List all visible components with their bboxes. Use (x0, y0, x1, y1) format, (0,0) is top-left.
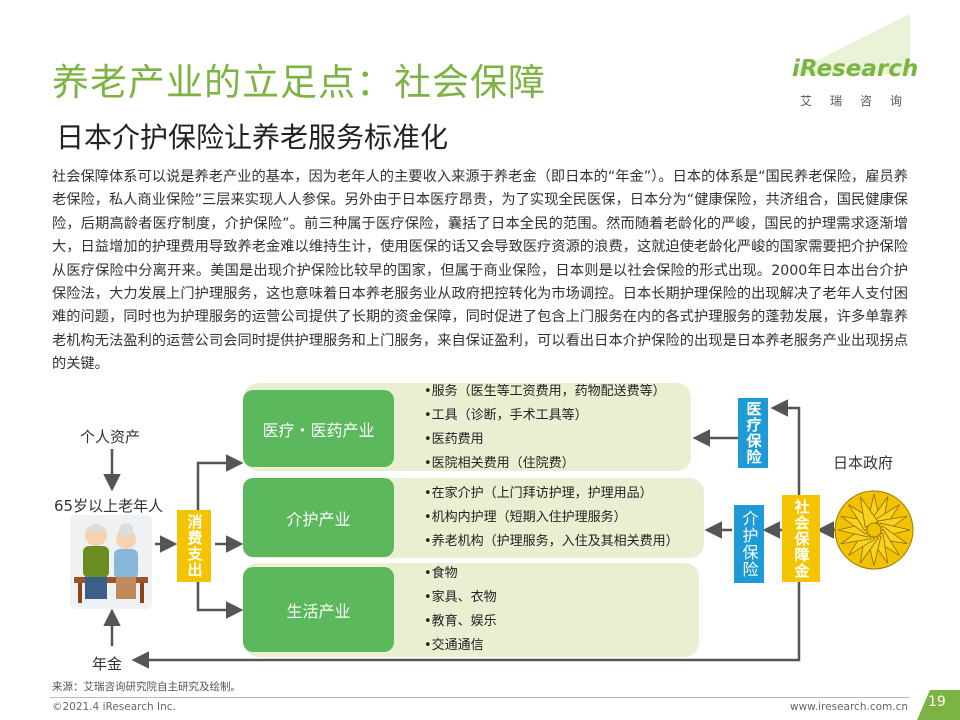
medical-industry-box: 医疗・医药产业 (243, 390, 394, 467)
logo-background (790, 14, 910, 74)
logo-brand: iResearch (792, 56, 919, 82)
pension-label: 年金 (92, 655, 123, 673)
list-item: •服务（医生等工资费用，药物配送费等） (424, 384, 666, 399)
spending-to-life-arrow (196, 578, 244, 619)
footer-divider (50, 697, 910, 698)
personal-assets-label: 个人资产 (80, 428, 141, 446)
chrysanthemum-emblem (834, 490, 914, 570)
list-item: •工具（诊断，手术工具等） (424, 408, 588, 423)
care-industry-list: •在家介护（上门拜访护理，护理用品） •机构内护理（短期入住护理服务） •养老机… (424, 482, 679, 554)
logo-subtitle: 艾瑞咨询 (800, 94, 921, 108)
list-item: •交通通信 (424, 638, 484, 653)
social-security-fund-box: 社会保障金 (782, 495, 820, 582)
spending-to-medical-arrow (196, 454, 244, 510)
elderly-label: 65岁以上老年人 (54, 497, 164, 515)
care-industry-box: 介护产业 (243, 478, 394, 557)
list-item: •机构内护理（短期入住护理服务） (424, 510, 627, 525)
list-item: •家具、衣物 (424, 590, 497, 605)
consumption-spending-box: 消费支出 (177, 510, 211, 582)
list-item: •养老机构（护理服务，入住及其相关费用） (424, 534, 679, 549)
page-number: 19 (928, 694, 946, 710)
page-subtitle: 日本介护保险让养老服务标准化 (56, 121, 449, 154)
life-industry-list: •食物 •家具、衣物 •教育、娱乐 •交通通信 (424, 562, 497, 658)
list-item: •在家介护（上门拜访护理，护理用品） (424, 486, 653, 501)
page-title: 养老产业的立足点：社会保障 (52, 61, 546, 104)
copyright: ©2021.4 iResearch Inc. (52, 701, 176, 713)
list-item: •医药费用 (424, 432, 484, 447)
life-industry-box: 生活产业 (243, 567, 394, 652)
fund-to-medical-arrow (770, 399, 801, 495)
medical-industry-list: •服务（医生等工资费用，药物配送费等） •工具（诊断，手术工具等） •医药费用 … (424, 380, 666, 476)
fund-to-pension-arrow (131, 582, 801, 669)
body-paragraph: 社会保障体系可以说是养老产业的基本，因为老年人的主要收入来源于养老金（即日本的“… (52, 169, 908, 373)
list-item: •教育、娱乐 (424, 614, 497, 629)
elderly-couple-illustration (70, 515, 152, 609)
list-item: •食物 (424, 566, 458, 581)
government-label: 日本政府 (833, 454, 894, 472)
website-link[interactable]: www.iresearch.com.cn (790, 701, 909, 713)
source-note: 来源：艾瑞咨询研究院自主研究及绘制。 (52, 681, 241, 693)
care-insurance-box: 介护保险 (734, 505, 764, 583)
list-item: •医院相关费用（住院费） (424, 456, 575, 471)
medical-insurance-box: 医疗保险 (738, 398, 768, 468)
